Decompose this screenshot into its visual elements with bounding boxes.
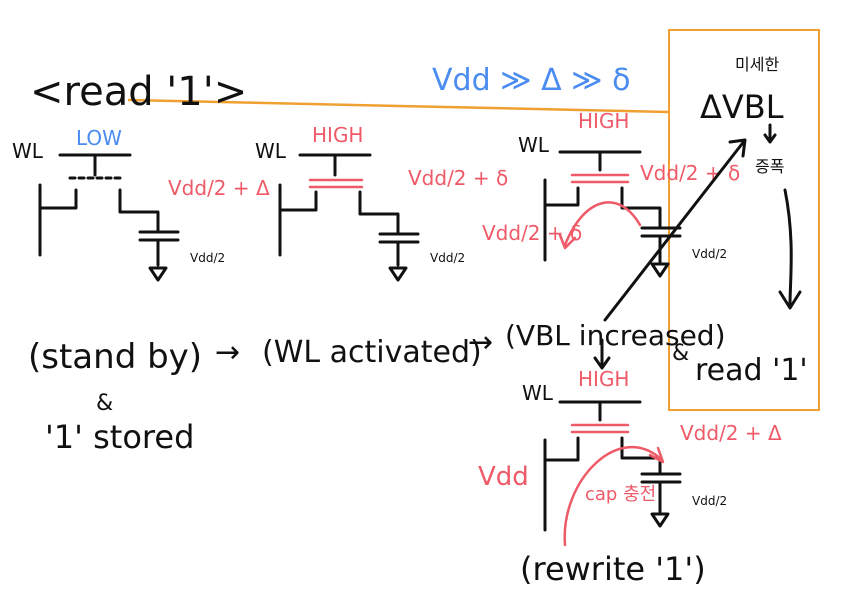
read-label: read '1' bbox=[695, 353, 808, 388]
connector-line bbox=[127, 98, 671, 114]
step-standby: (stand by) bbox=[28, 337, 202, 377]
circuit-bl-increase: WL HIGH Vdd/2 + δ Vdd/2 + δ Vdd/2 bbox=[482, 109, 740, 278]
arrow-2: → bbox=[468, 325, 493, 360]
wl-state: LOW bbox=[76, 126, 122, 150]
cap-voltage: Vdd/2 bbox=[190, 251, 225, 265]
arrow-to-sidebox bbox=[603, 138, 747, 322]
sidebox-frame bbox=[668, 29, 820, 411]
bitline-voltage: Vdd/2 + δ bbox=[408, 166, 508, 190]
note-stored: '1' stored bbox=[45, 418, 194, 456]
bitline-voltage: Vdd/2 + Δ bbox=[168, 176, 270, 200]
step-vbl-increased: (VBL increased) bbox=[505, 319, 726, 352]
note-and: & bbox=[96, 391, 113, 416]
wl-state: HIGH bbox=[578, 109, 629, 133]
sidebox-heading: 미세한 bbox=[735, 55, 779, 74]
circuit-wl-active: WL HIGH Vdd/2 + δ Vdd/2 bbox=[255, 123, 508, 282]
relation: Vdd ≫ Δ ≫ δ bbox=[432, 63, 630, 98]
circuit-standby: WL LOW Vdd/2 + Δ Vdd/2 bbox=[12, 126, 270, 282]
wl-state: HIGH bbox=[312, 123, 363, 147]
bitline-voltage: Vdd/2 + δ bbox=[640, 161, 740, 185]
circuit-rewrite: WL HIGH Vdd cap 충전 Vdd/2 + Δ Vdd/2 bbox=[478, 367, 782, 547]
sidebox-delta-vbl: ΔVBL bbox=[700, 88, 784, 126]
wl-label: WL bbox=[522, 381, 554, 405]
wl-label: WL bbox=[518, 133, 550, 157]
cap-voltage: Vdd/2 bbox=[692, 494, 727, 508]
cap-voltage: Vdd/2 bbox=[430, 251, 465, 265]
extra-voltage: Vdd/2 + δ bbox=[482, 221, 582, 245]
wl-label: WL bbox=[255, 139, 287, 163]
step-wl-activated: (WL activated) bbox=[262, 335, 482, 370]
sidebox-amplify: 증폭 bbox=[755, 157, 784, 176]
arrow-1: → bbox=[215, 335, 240, 370]
title: <read '1'> bbox=[30, 69, 247, 115]
supply-voltage: Vdd bbox=[478, 462, 529, 492]
cap-voltage: Vdd/2 bbox=[692, 247, 727, 261]
and-2: & bbox=[672, 341, 689, 366]
rewrite-label: (rewrite '1') bbox=[520, 550, 706, 588]
bitline-voltage: Vdd/2 + Δ bbox=[680, 421, 782, 445]
wl-label: WL bbox=[12, 139, 44, 163]
wl-state: HIGH bbox=[578, 367, 629, 391]
charge-note: cap 충전 bbox=[585, 484, 656, 505]
